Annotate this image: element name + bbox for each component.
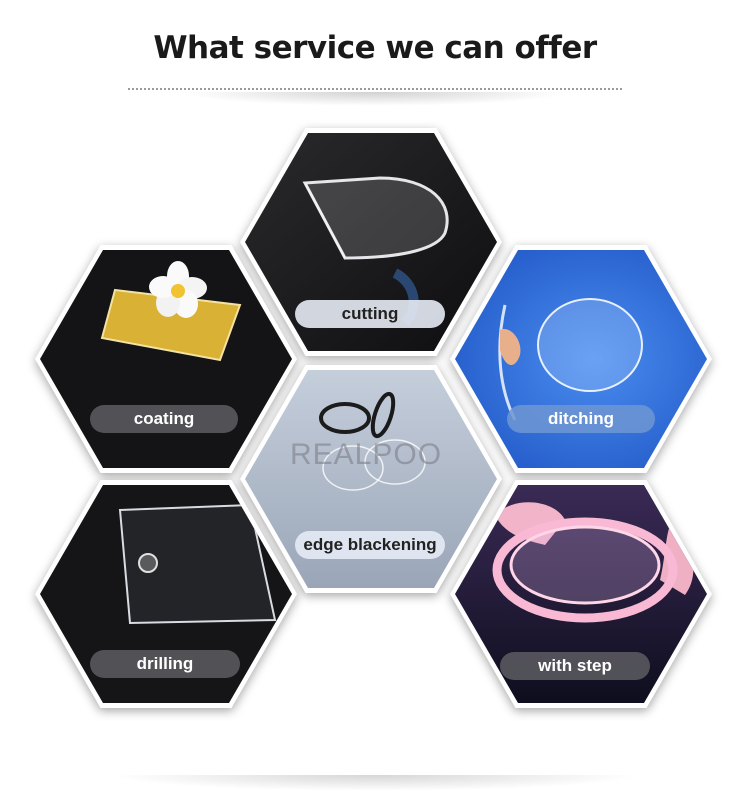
watermark: REALPOO (290, 438, 443, 471)
service-label-cutting: cutting (295, 300, 445, 328)
service-tile-ditching[interactable]: ditching (450, 245, 712, 473)
service-label-ditching: ditching (507, 405, 655, 433)
service-label-coating: coating (90, 405, 238, 433)
service-label-with-step: with step (500, 652, 650, 680)
service-tile-drilling[interactable]: drilling (35, 480, 297, 708)
title-shadow (180, 92, 570, 106)
service-tile-cutting[interactable]: cutting (240, 128, 502, 356)
service-tile-edge-blackening[interactable]: edge blackening (240, 365, 502, 593)
service-tile-coating[interactable]: coating (35, 245, 297, 473)
service-tile-with-step[interactable]: with step (450, 480, 712, 708)
service-label-edge-blackening: edge blackening (295, 531, 445, 559)
title-divider (128, 88, 622, 90)
bottom-shadow (110, 775, 640, 791)
service-label-drilling: drilling (90, 650, 240, 678)
page-title: What service we can offer (153, 30, 597, 66)
